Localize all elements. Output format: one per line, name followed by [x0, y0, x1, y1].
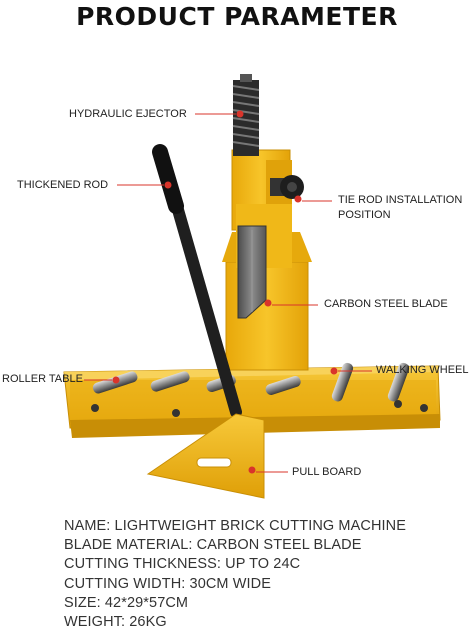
callout-thickened-rod: THICKENED ROD	[17, 179, 109, 191]
callout-pull-board: PULL BOARD	[292, 466, 362, 478]
callout-hydraulic-ejector: HYDRAULIC EJECTOR	[69, 108, 187, 120]
callout-pointers	[84, 110, 372, 474]
carbon-steel-blade	[237, 225, 267, 319]
callout-walking-wheel: WALKING WHEEL	[376, 364, 469, 376]
spec-cutting-thickness: CUTTING THICKNESS: UP TO 24C	[64, 556, 301, 573]
spec-blade-material: BLADE MATERIAL: CARBON STEEL BLADE	[64, 537, 362, 554]
spec-cutting-width: CUTTING WIDTH: 30CM WIDE	[64, 575, 271, 592]
tie-rod-knob	[270, 175, 304, 199]
spec-size: SIZE: 42*29*57CM	[64, 594, 189, 611]
page-title: PRODUCT PARAMETER	[76, 2, 398, 31]
spec-list: NAME: LIGHTWEIGHT BRICK CUTTING MACHINE …	[64, 517, 406, 632]
callout-carbon-steel-blade: CARBON STEEL BLADE	[324, 298, 448, 310]
pull-board	[146, 413, 265, 499]
callout-roller-table: ROLLER TABLE	[2, 373, 83, 385]
spec-weight: WEIGHT: 26KG	[64, 614, 167, 631]
callout-tie-rod-line1: TIE ROD INSTALLATION	[338, 194, 463, 206]
thickened-rod	[152, 144, 242, 418]
hydraulic-ejector	[232, 74, 260, 156]
spec-name: NAME: LIGHTWEIGHT BRICK CUTTING MACHINE	[64, 518, 406, 534]
machine-illustration	[63, 74, 441, 499]
callout-tie-rod-line2: POSITION	[338, 209, 391, 221]
